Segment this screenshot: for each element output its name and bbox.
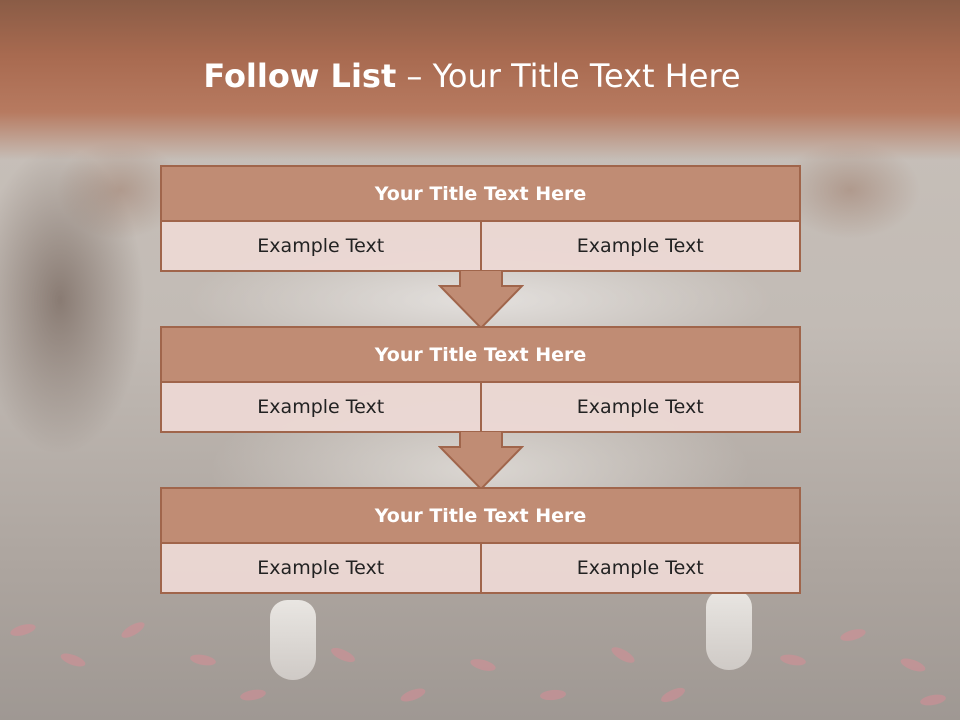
block-cell-left: Example Text (160, 222, 480, 272)
list-block: Your Title Text Here Example Text Exampl… (160, 487, 801, 594)
rose-petal (609, 644, 637, 666)
block-title: Your Title Text Here (160, 326, 801, 383)
title-separator: – (396, 57, 433, 95)
rose-petal (399, 685, 427, 705)
block-cell-left: Example Text (160, 383, 480, 433)
rose-petal (919, 692, 947, 708)
tub-foot-left (270, 600, 316, 680)
rose-petal (839, 626, 867, 644)
block-row: Example Text Example Text (160, 222, 801, 272)
list-block: Your Title Text Here Example Text Exampl… (160, 165, 801, 272)
down-arrow-icon (438, 431, 524, 491)
rose-petal (539, 688, 567, 702)
block-row: Example Text Example Text (160, 383, 801, 433)
rose-petal (9, 621, 37, 639)
tub-foot-right (706, 590, 752, 670)
block-cell-right: Example Text (479, 383, 801, 433)
rose-petal (239, 687, 267, 703)
rose-petal (189, 652, 217, 668)
rose-petal (779, 652, 807, 668)
title-rest-part: Your Title Text Here (432, 57, 741, 95)
block-cell-left: Example Text (160, 544, 480, 594)
block-title: Your Title Text Here (160, 165, 801, 222)
rose-petal (469, 656, 497, 674)
block-cell-right: Example Text (479, 222, 801, 272)
list-block: Your Title Text Here Example Text Exampl… (160, 326, 801, 433)
rose-petal (659, 684, 687, 706)
block-cell-right: Example Text (479, 544, 801, 594)
rose-petal (899, 655, 927, 675)
slide-title: Follow List – Your Title Text Here (0, 56, 944, 96)
title-bold-part: Follow List (203, 57, 397, 95)
rose-petal (59, 650, 87, 670)
block-title: Your Title Text Here (160, 487, 801, 544)
title-band (0, 0, 960, 160)
block-row: Example Text Example Text (160, 544, 801, 594)
rose-petal (119, 619, 147, 641)
down-arrow-icon (438, 270, 524, 330)
rose-petal (329, 644, 357, 666)
